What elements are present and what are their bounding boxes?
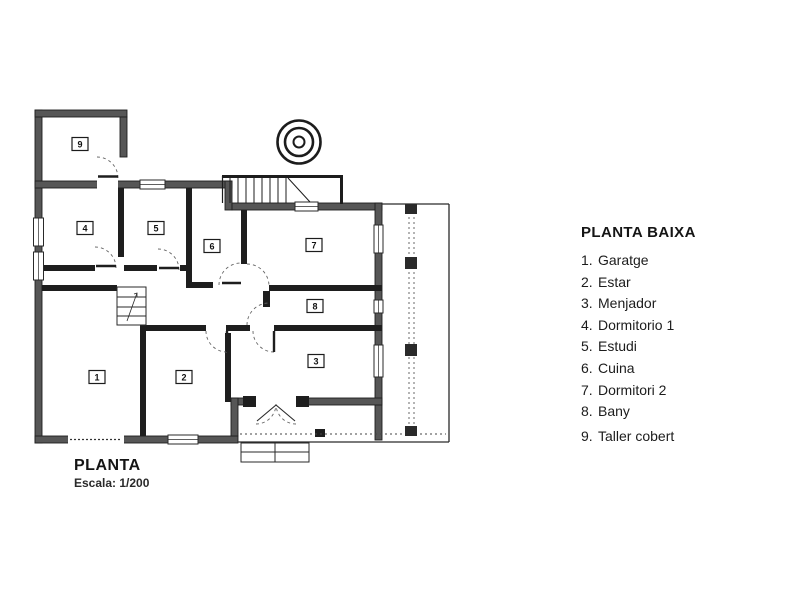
porch-columns bbox=[405, 204, 417, 436]
legend-title: PLANTA BAIXA bbox=[581, 224, 696, 241]
svg-text:7: 7 bbox=[311, 241, 316, 251]
room-label-5: 5 bbox=[147, 220, 165, 236]
door-arc-room2 bbox=[205, 330, 228, 353]
room-label-7: 7 bbox=[305, 237, 323, 253]
porch-column bbox=[405, 344, 417, 356]
svg-text:8: 8 bbox=[312, 302, 317, 312]
porch-column bbox=[405, 426, 417, 436]
legend-item-dormitorio-1: 4. Dormitorio 1 bbox=[581, 315, 696, 337]
wall-room9-top bbox=[34, 109, 128, 118]
room-legend: PLANTA BAIXA 1. Garatge 2. Estar 3. Menjado… bbox=[581, 224, 696, 447]
room-label-1: 1 bbox=[88, 369, 106, 385]
legend-item-number: 3. bbox=[581, 295, 593, 312]
legend-item-name: Dormitorio 1 bbox=[598, 316, 675, 333]
interior-stairs bbox=[116, 286, 147, 326]
veranda-post bbox=[315, 429, 325, 437]
wall-room9-right bbox=[119, 116, 128, 158]
plan-scale: Escala: 1/200 bbox=[74, 475, 150, 490]
wall-veranda-left bbox=[230, 397, 239, 437]
room-label-6: 6 bbox=[203, 238, 221, 254]
legend-item-name: Bany bbox=[598, 403, 630, 420]
svg-text:6: 6 bbox=[209, 242, 214, 252]
entrance-opening bbox=[256, 397, 296, 406]
windows bbox=[33, 179, 384, 445]
porch-column bbox=[405, 204, 417, 214]
porch bbox=[238, 203, 450, 443]
legend-item-menjador: 3. Menjador bbox=[581, 293, 696, 315]
legend-item-name: Estudi bbox=[598, 338, 637, 355]
svg-text:2: 2 bbox=[181, 373, 186, 383]
legend-item-name: Taller cobert bbox=[598, 427, 675, 444]
legend-item-estudi: 5. Estudi bbox=[581, 336, 696, 358]
legend-item-name: Estar bbox=[598, 273, 631, 290]
entrance-door-leaves bbox=[256, 404, 296, 422]
legend-item-estar: 2. Estar bbox=[581, 272, 696, 294]
legend-item-name: Cuina bbox=[598, 359, 635, 376]
wall-right bbox=[374, 202, 383, 441]
room-label-2: 2 bbox=[175, 369, 193, 385]
plan-title: PLANTA bbox=[74, 457, 141, 474]
room-labels: 1 2 3 4 5 6 7 bbox=[71, 136, 325, 385]
interior-walls bbox=[42, 188, 382, 437]
legend-item-bany: 8. Bany bbox=[581, 401, 696, 423]
legend-item-number: 2. bbox=[581, 273, 593, 290]
svg-text:1: 1 bbox=[94, 373, 99, 383]
pergola-column-line bbox=[408, 207, 415, 432]
exterior-walls bbox=[34, 109, 383, 444]
door-leaves bbox=[96, 175, 276, 352]
exterior-stairs bbox=[221, 175, 343, 204]
room-label-4: 4 bbox=[76, 220, 94, 236]
wall-top-left-section bbox=[34, 180, 233, 189]
legend-item-number: 7. bbox=[581, 381, 593, 398]
legend-item-dormitori-2: 7. Dormitori 2 bbox=[581, 380, 696, 402]
door-arc-room7 bbox=[246, 263, 270, 287]
legend-item-cuina: 6. Cuina bbox=[581, 358, 696, 380]
wall-bottom bbox=[34, 435, 239, 444]
legend-item-number: 9. bbox=[581, 427, 593, 444]
legend-item-number: 6. bbox=[581, 359, 593, 376]
legend-item-name: Dormitori 2 bbox=[598, 381, 667, 398]
door-arc-room3 bbox=[252, 330, 275, 353]
room-label-8: 8 bbox=[306, 298, 324, 314]
porch-column bbox=[405, 257, 417, 269]
legend-item-number: 1. bbox=[581, 252, 593, 268]
svg-text:5: 5 bbox=[153, 224, 158, 234]
legend-item-garatge: 1. Garatge bbox=[581, 250, 696, 272]
door-arc-room8 bbox=[246, 302, 270, 326]
door-arc-room9 bbox=[96, 156, 119, 179]
legend-item-name: Garatge bbox=[598, 252, 649, 268]
svg-text:4: 4 bbox=[82, 224, 87, 234]
legend-item-name: Menjador bbox=[598, 295, 657, 312]
legend-item-number: 8. bbox=[581, 403, 593, 420]
room-label-9: 9 bbox=[71, 136, 89, 152]
door-opening-room9 bbox=[97, 180, 118, 189]
entrance-steps bbox=[240, 442, 310, 463]
plan-title-block: PLANTA Escala: 1/200 bbox=[74, 457, 149, 490]
well-symbol bbox=[276, 119, 322, 165]
legend-item-taller-cobert: 9. Taller cobert bbox=[581, 426, 696, 448]
room-label-3: 3 bbox=[307, 353, 325, 369]
svg-text:9: 9 bbox=[77, 140, 82, 150]
door-arc-room6 bbox=[218, 262, 242, 286]
door-swings bbox=[94, 156, 297, 425]
legend-item-number: 4. bbox=[581, 316, 593, 333]
svg-text:3: 3 bbox=[313, 357, 318, 367]
wall-top-step bbox=[224, 180, 233, 211]
legend-item-number: 5. bbox=[581, 338, 593, 355]
